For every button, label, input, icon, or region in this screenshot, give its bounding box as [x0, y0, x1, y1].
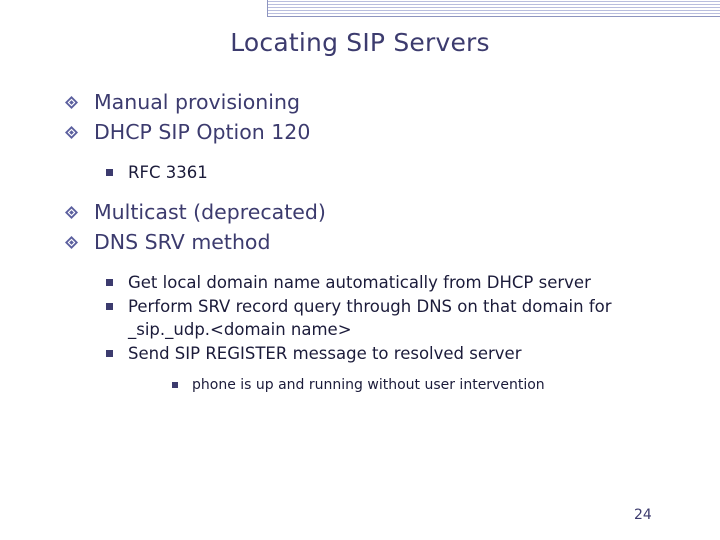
bullet-text: DNS SRV method [94, 230, 271, 254]
bullet-text: Perform SRV record query through DNS on … [128, 297, 612, 339]
bullet-item: phone is up and running without user int… [62, 375, 682, 395]
header-bottom-rule [268, 16, 720, 17]
bullet-item: DHCP SIP Option 120 [62, 118, 682, 146]
bullet-item: Multicast (deprecated) [62, 198, 682, 226]
bullet-text: DHCP SIP Option 120 [94, 120, 311, 144]
page-number: 24 [634, 507, 652, 523]
bullet-item: DNS SRV method [62, 228, 682, 256]
bullet-text: Get local domain name automatically from… [128, 273, 591, 292]
square-bullet-icon [106, 279, 113, 286]
bullet-item: Manual provisioning [62, 88, 682, 116]
square-bullet-icon [172, 382, 178, 388]
bullet-text: Manual provisioning [94, 90, 300, 114]
slide-title: Locating SIP Servers [230, 28, 490, 57]
spacer [62, 258, 682, 271]
diamond-bullet-icon [65, 126, 78, 139]
bullet-text: RFC 3361 [128, 163, 208, 182]
spacer [62, 366, 682, 375]
bullet-item: Perform SRV record query through DNS on … [62, 295, 682, 341]
square-bullet-icon [106, 350, 113, 357]
diamond-bullet-icon [65, 206, 78, 219]
bullet-text: Multicast (deprecated) [94, 200, 326, 224]
bullet-item: Get local domain name automatically from… [62, 271, 682, 294]
diamond-bullet-icon [65, 96, 78, 109]
bullet-item: RFC 3361 [62, 161, 682, 184]
bullet-text: phone is up and running without user int… [192, 377, 545, 393]
header-hatch-pattern [268, 0, 720, 17]
spacer [62, 185, 682, 198]
slide-header-band [0, 0, 720, 17]
bullet-item: Send SIP REGISTER message to resolved se… [62, 342, 682, 365]
spacer [62, 148, 682, 161]
square-bullet-icon [106, 169, 113, 176]
slide-body: Manual provisioning DHCP SIP Option 120 … [62, 88, 682, 396]
square-bullet-icon [106, 303, 113, 310]
header-left-rule [267, 0, 268, 17]
diamond-bullet-icon [65, 236, 78, 249]
bullet-text: Send SIP REGISTER message to resolved se… [128, 344, 522, 363]
